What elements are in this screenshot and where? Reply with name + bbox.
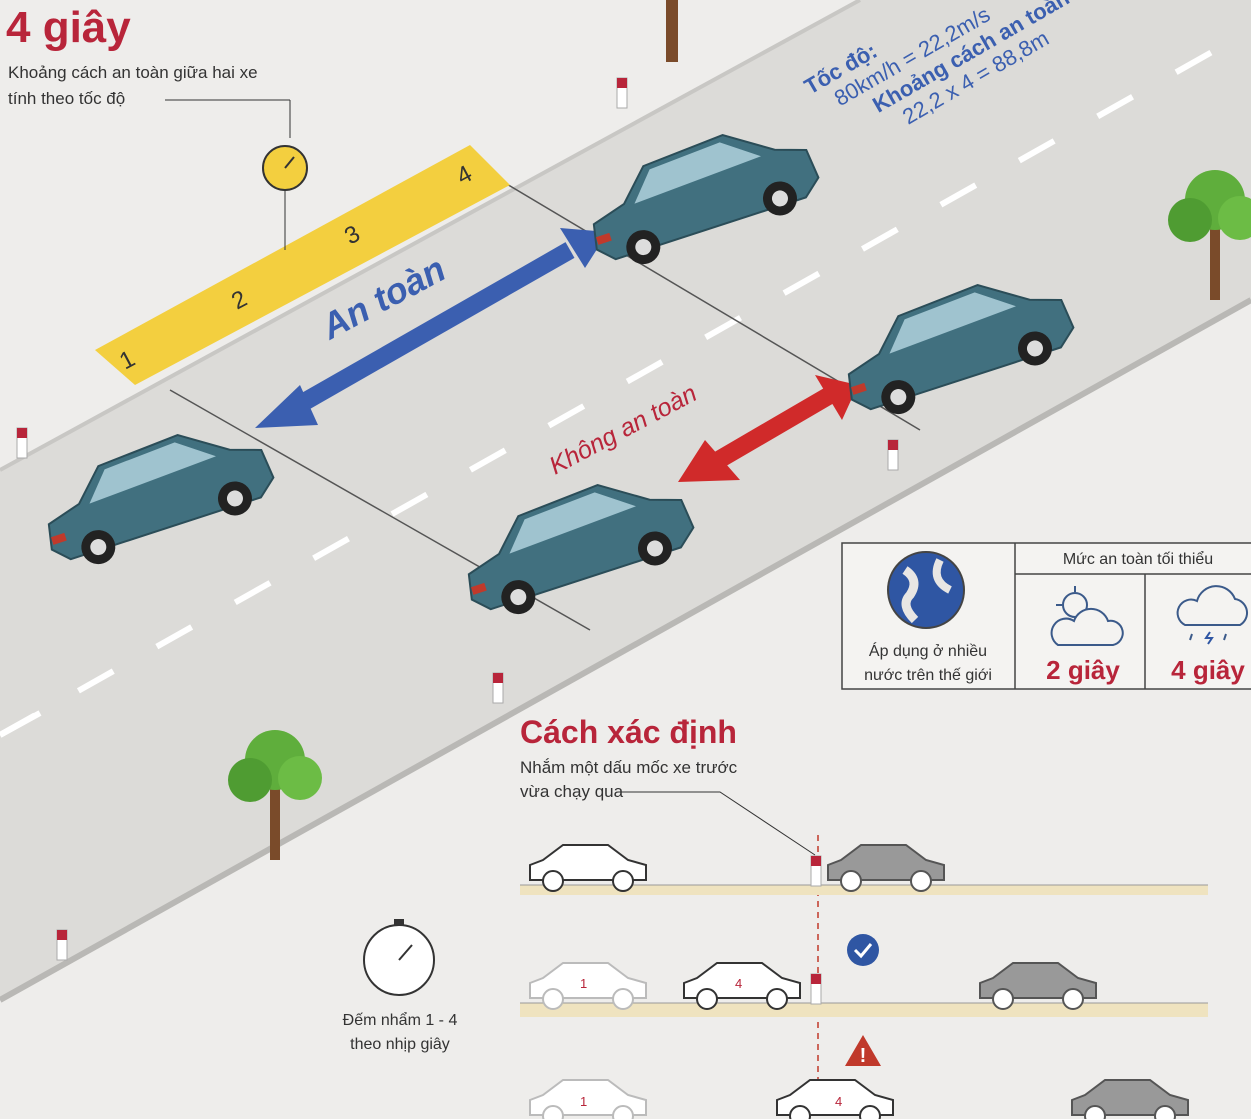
check-icon: [847, 934, 879, 966]
lane-row-1: [520, 844, 1208, 895]
svg-text:2 giây: 2 giây: [1046, 655, 1120, 685]
svg-text:1: 1: [580, 1094, 587, 1109]
svg-text:Áp dụng ở nhiều: Áp dụng ở nhiều: [869, 641, 987, 660]
stopwatch-icon: [262, 145, 308, 250]
subtitle-2: tính theo tốc độ: [8, 89, 125, 108]
partly-cloudy-icon: [1050, 586, 1124, 646]
road-post: [616, 77, 628, 109]
svg-text:1: 1: [580, 976, 587, 991]
subtitle: Khoảng cách an toàn giữa hai xe: [8, 63, 258, 82]
rain-storm-icon: [1176, 585, 1249, 645]
info-table: Áp dụng ở nhiều nước trên thế giới Mức a…: [841, 542, 1251, 690]
svg-text:4: 4: [735, 976, 742, 991]
road-post: [887, 439, 899, 471]
svg-text:4 giây: 4 giây: [1171, 655, 1245, 685]
svg-text:4: 4: [835, 1094, 842, 1109]
lane-row-3: 1 4: [529, 1079, 1189, 1119]
globe-icon: [887, 551, 965, 629]
svg-text:nước trên thế giới: nước trên thế giới: [864, 667, 992, 684]
road-post: [16, 427, 28, 459]
count-stopwatch-icon: [363, 919, 435, 996]
road-post: [492, 672, 504, 704]
svg-text:!: !: [860, 1045, 867, 1067]
svg-text:Mức an toàn tối thiểu: Mức an toàn tối thiểu: [1063, 550, 1213, 568]
count-instruction: Đếm nhẩm 1 - 4: [343, 1011, 458, 1029]
warning-icon: !: [845, 1035, 881, 1067]
road-post: [56, 929, 68, 961]
time-ruler: 1 2 3 4: [95, 145, 510, 385]
lane-row-2: 1 4: [520, 962, 1208, 1017]
method-title: Cách xác định: [520, 714, 737, 750]
lane-markings: [0, 27, 1251, 738]
tree-trunk: [666, 0, 678, 62]
count-instruction-2: theo nhịp giây: [350, 1036, 450, 1053]
method-step-2: vừa chạy qua: [520, 782, 624, 801]
title: 4 giây: [6, 3, 131, 52]
method-step: Nhắm một dấu mốc xe trước: [520, 758, 738, 777]
